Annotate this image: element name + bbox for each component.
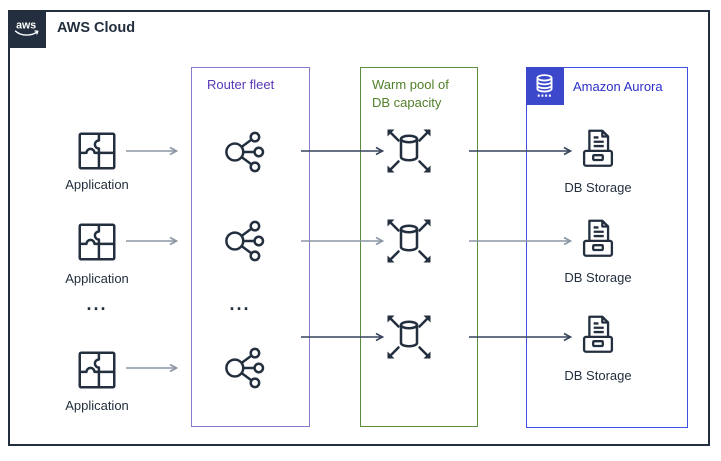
flow-arrow (469, 332, 573, 342)
aws-logo-text: aws (16, 20, 36, 32)
flow-arrow (126, 363, 179, 373)
amazon-aurora-label: Amazon Aurora (573, 79, 663, 94)
flow-arrow (301, 146, 385, 156)
application-icon (74, 347, 120, 393)
aws-cloud-title: AWS Cloud (57, 20, 136, 36)
aws-cloud-group: Router fleet Warm pool of DB capacity Am… (8, 10, 710, 446)
db-storage-label: DB Storage (564, 180, 632, 195)
aws-logo-badge: aws (8, 10, 46, 48)
scalable-database-icon (381, 123, 437, 179)
warm-pool-label-line2: DB capacity (372, 95, 442, 110)
router-icon (219, 345, 265, 391)
router-icon (219, 129, 265, 175)
flow-arrow (469, 236, 573, 246)
flow-arrow (301, 236, 385, 246)
flow-arrow (126, 146, 179, 156)
application-label: Application (65, 398, 129, 413)
router-icon (219, 218, 265, 264)
db-storage-icon (575, 215, 621, 261)
db-storage-label: DB Storage (564, 270, 632, 285)
db-storage-label: DB Storage (564, 368, 632, 383)
application-icon (74, 128, 120, 174)
database-cylinder-icon (536, 74, 553, 97)
routers-ellipsis: ... (229, 294, 251, 314)
warm-pool-label-line1: Warm pool of (372, 77, 449, 92)
amazon-aurora-badge (525, 66, 564, 105)
flow-arrow (126, 236, 179, 246)
router-fleet-label: Router fleet (207, 77, 275, 92)
flow-arrow (469, 146, 573, 156)
scalable-database-icon (381, 213, 437, 269)
db-storage-icon (575, 311, 621, 357)
amazon-aurora-group: Amazon Aurora (525, 66, 688, 428)
aws-logo-icon: aws (14, 20, 39, 36)
warm-pool-label: Warm pool of DB capacity (372, 76, 449, 112)
application-label: Application (65, 271, 129, 286)
db-storage-icon (575, 125, 621, 171)
warm-pool-group: Warm pool of DB capacity (360, 67, 478, 427)
scalable-database-icon (381, 309, 437, 365)
application-icon (74, 219, 120, 265)
applications-ellipsis: ... (86, 294, 108, 314)
flow-arrow (301, 332, 385, 342)
application-label: Application (65, 177, 129, 192)
